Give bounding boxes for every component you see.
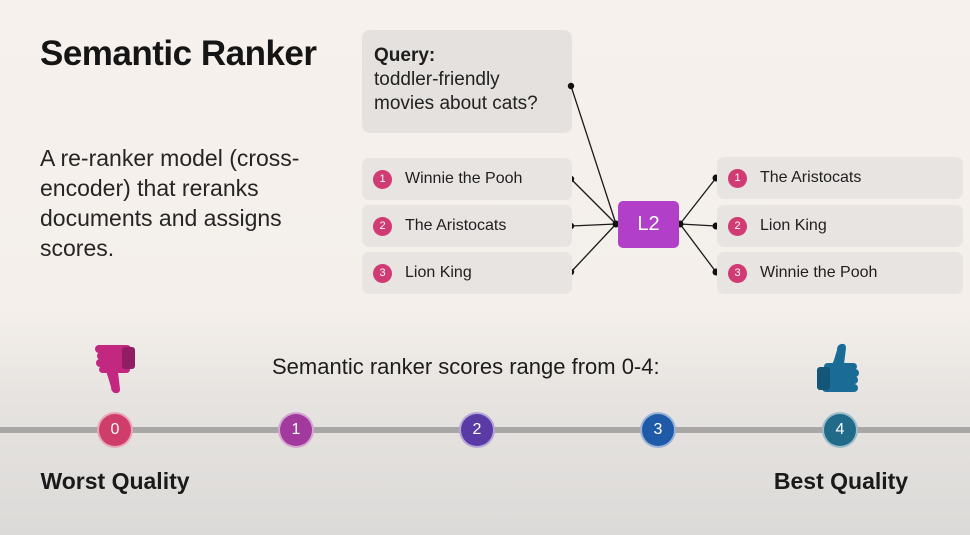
rank-badge: 2 (728, 216, 747, 236)
doc-title: The Aristocats (760, 169, 862, 186)
rank-badge: 2 (373, 216, 392, 236)
query-box: Query: toddler-friendly movies about cat… (362, 30, 572, 133)
score-0-marker: 0 (97, 412, 133, 448)
score-2-marker: 2 (459, 412, 495, 448)
input-connector-1 (570, 178, 617, 225)
input-connector-2 (570, 223, 617, 227)
worst-quality-label: Worst Quality (40, 468, 190, 494)
query-text: toddler-friendly movies about cats? (374, 69, 538, 114)
output-connector-1 (679, 177, 717, 225)
query-connector (570, 85, 617, 225)
output-doc-2: 2 Lion King (717, 205, 963, 247)
rank-badge: 3 (728, 263, 747, 283)
score-range-text: Semantic ranker scores range from 0-4: (272, 354, 660, 379)
output-doc-3: 3 Winnie the Pooh (717, 252, 963, 294)
doc-title: Lion King (760, 217, 827, 234)
thumbs-up-icon (817, 343, 859, 392)
input-doc-3: 3 Lion King (362, 252, 572, 294)
input-doc-2: 2 The Aristocats (362, 205, 572, 247)
doc-title: Lion King (405, 264, 472, 281)
rank-badge: 1 (728, 168, 747, 188)
doc-title: The Aristocats (405, 217, 507, 234)
best-quality-label: Best Quality (773, 468, 909, 494)
description: A re-ranker model (cross-encoder) that r… (40, 145, 300, 261)
score-4-marker: 4 (822, 412, 858, 448)
output-doc-1: 1 The Aristocats (717, 157, 963, 199)
input-connector-3 (570, 223, 617, 273)
thumbs-down-icon (95, 345, 135, 394)
output-connector-2 (679, 223, 717, 227)
model-box: L2 (618, 201, 679, 248)
query-label: Query: (374, 45, 436, 66)
doc-title: Winnie the Pooh (405, 170, 523, 187)
rank-badge: 1 (373, 169, 392, 189)
score-3-marker: 3 (640, 412, 676, 448)
input-doc-1: 1 Winnie the Pooh (362, 158, 572, 200)
page-title: Semantic Ranker (40, 34, 317, 73)
score-1-marker: 1 (278, 412, 314, 448)
rank-badge: 3 (373, 263, 392, 283)
doc-title: Winnie the Pooh (760, 264, 878, 281)
output-connector-3 (679, 223, 717, 273)
